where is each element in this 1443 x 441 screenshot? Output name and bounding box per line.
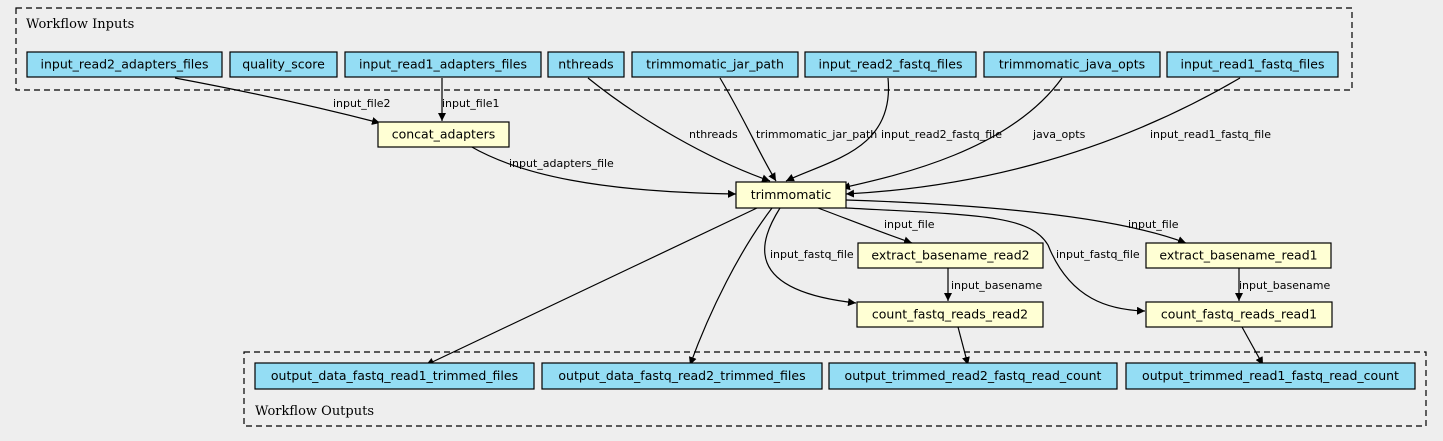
- edge-input-file-read1: [845, 199, 1187, 244]
- svg-text:input_read2_fastq_files: input_read2_fastq_files: [819, 57, 963, 72]
- input-nodes: input_read2_adapters_files quality_score…: [26, 51, 1339, 78]
- edge-label: input_read2_fastq_file: [881, 128, 1002, 141]
- step-nodes: concat_adapters trimmomatic extract_base…: [377, 121, 1333, 328]
- svg-text:input_read1_adapters_files: input_read1_adapters_files: [359, 57, 527, 72]
- edge-label: input_basename: [1239, 279, 1330, 292]
- edge-trimmomatic-jar-path: [719, 77, 777, 182]
- svg-text:output_data_fastq_read2_trimme: output_data_fastq_read2_trimmed_files: [558, 368, 805, 383]
- node-extract-basename-read1[interactable]: extract_basename_read1: [1145, 242, 1332, 269]
- edge-label: java_opts: [1032, 128, 1086, 141]
- workflow-outputs-label: Workflow Outputs: [255, 404, 374, 419]
- edge-output-read2-count: [957, 326, 970, 366]
- edge-label: input_file: [1128, 218, 1179, 231]
- node-output-data-fastq-read2-trimmed-files[interactable]: output_data_fastq_read2_trimmed_files: [541, 362, 823, 390]
- node-input-read1-fastq-files[interactable]: input_read1_fastq_files: [1166, 51, 1339, 78]
- node-count-fastq-reads-read2[interactable]: count_fastq_reads_read2: [856, 301, 1044, 328]
- edge-label: trimmomatic_jar_path: [756, 128, 877, 141]
- edge-input-read1-fastq-file: [845, 77, 1241, 198]
- svg-text:output_trimmed_read1_fastq_rea: output_trimmed_read1_fastq_read_count: [1142, 368, 1399, 383]
- svg-text:output_data_fastq_read1_trimme: output_data_fastq_read1_trimmed_files: [271, 368, 518, 383]
- edge-output-read2-trimmed: [688, 207, 773, 366]
- svg-text:extract_basename_read2: extract_basename_read2: [871, 248, 1029, 263]
- edge-label: input_fastq_file: [1056, 248, 1140, 261]
- svg-text:trimmomatic: trimmomatic: [751, 187, 832, 202]
- svg-text:input_read2_adapters_files: input_read2_adapters_files: [41, 57, 209, 72]
- node-count-fastq-reads-read1[interactable]: count_fastq_reads_read1: [1145, 301, 1333, 328]
- node-input-read2-fastq-files[interactable]: input_read2_fastq_files: [804, 51, 977, 78]
- node-nthreads[interactable]: nthreads: [547, 51, 625, 78]
- node-input-read1-adapters-files[interactable]: input_read1_adapters_files: [344, 51, 542, 78]
- output-nodes: output_data_fastq_read1_trimmed_files ou…: [254, 362, 1416, 390]
- edge-input-fastq-file-read2: [764, 207, 857, 307]
- edge-nthreads: [587, 77, 771, 183]
- node-concat-adapters[interactable]: concat_adapters: [377, 121, 510, 148]
- svg-text:concat_adapters: concat_adapters: [392, 127, 496, 142]
- edge-labels: input_file2 input_file1 input_adapters_f…: [333, 97, 1330, 292]
- edge-label: input_fastq_file: [770, 248, 854, 261]
- svg-text:count_fastq_reads_read2: count_fastq_reads_read2: [872, 307, 1028, 322]
- edge-label: input_file2: [333, 97, 391, 110]
- svg-text:nthreads: nthreads: [558, 57, 613, 72]
- edge-label: input_file1: [442, 97, 500, 110]
- edges: [174, 77, 1264, 366]
- edge-label: input_file: [884, 218, 935, 231]
- svg-text:input_read1_fastq_files: input_read1_fastq_files: [1181, 57, 1325, 72]
- edge-label: input_basename: [951, 279, 1042, 292]
- edge-label: nthreads: [689, 128, 738, 141]
- edge-input-file-read2: [817, 207, 913, 245]
- edge-input-adapters-file: [469, 145, 737, 198]
- workflow-inputs-cluster: Workflow Inputs: [15, 7, 1353, 91]
- node-output-trimmed-read2-fastq-read-count[interactable]: output_trimmed_read2_fastq_read_count: [828, 362, 1118, 390]
- node-output-trimmed-read1-fastq-read-count[interactable]: output_trimmed_read1_fastq_read_count: [1125, 362, 1416, 390]
- svg-text:trimmomatic_jar_path: trimmomatic_jar_path: [646, 57, 784, 72]
- edge-output-read1-count: [1241, 326, 1264, 366]
- edge-input-fastq-file-read1: [845, 207, 1146, 315]
- edge-output-read1-trimmed: [425, 207, 758, 366]
- svg-text:output_trimmed_read2_fastq_rea: output_trimmed_read2_fastq_read_count: [845, 368, 1102, 383]
- node-trimmomatic-java-opts[interactable]: trimmomatic_java_opts: [983, 51, 1161, 78]
- edge-input-read2-fastq-file: [785, 77, 890, 182]
- edge-label: input_adapters_file: [509, 157, 614, 170]
- node-trimmomatic[interactable]: trimmomatic: [735, 181, 847, 209]
- node-output-data-fastq-read1-trimmed-files[interactable]: output_data_fastq_read1_trimmed_files: [254, 362, 535, 390]
- workflow-outputs-cluster: Workflow Outputs: [243, 351, 1427, 427]
- svg-text:count_fastq_reads_read1: count_fastq_reads_read1: [1161, 307, 1317, 322]
- edge-java-opts: [841, 77, 1063, 191]
- workflow-inputs-label: Workflow Inputs: [26, 17, 134, 32]
- node-extract-basename-read2[interactable]: extract_basename_read2: [857, 242, 1044, 269]
- edge-input-file2: [174, 77, 381, 125]
- svg-text:trimmomatic_java_opts: trimmomatic_java_opts: [999, 57, 1145, 72]
- edge-label: input_read1_fastq_file: [1150, 128, 1271, 141]
- node-input-read2-adapters-files[interactable]: input_read2_adapters_files: [26, 51, 223, 78]
- node-quality-score[interactable]: quality_score: [229, 51, 338, 78]
- svg-text:extract_basename_read1: extract_basename_read1: [1159, 248, 1317, 263]
- svg-text:quality_score: quality_score: [242, 57, 325, 72]
- node-trimmomatic-jar-path[interactable]: trimmomatic_jar_path: [631, 51, 799, 78]
